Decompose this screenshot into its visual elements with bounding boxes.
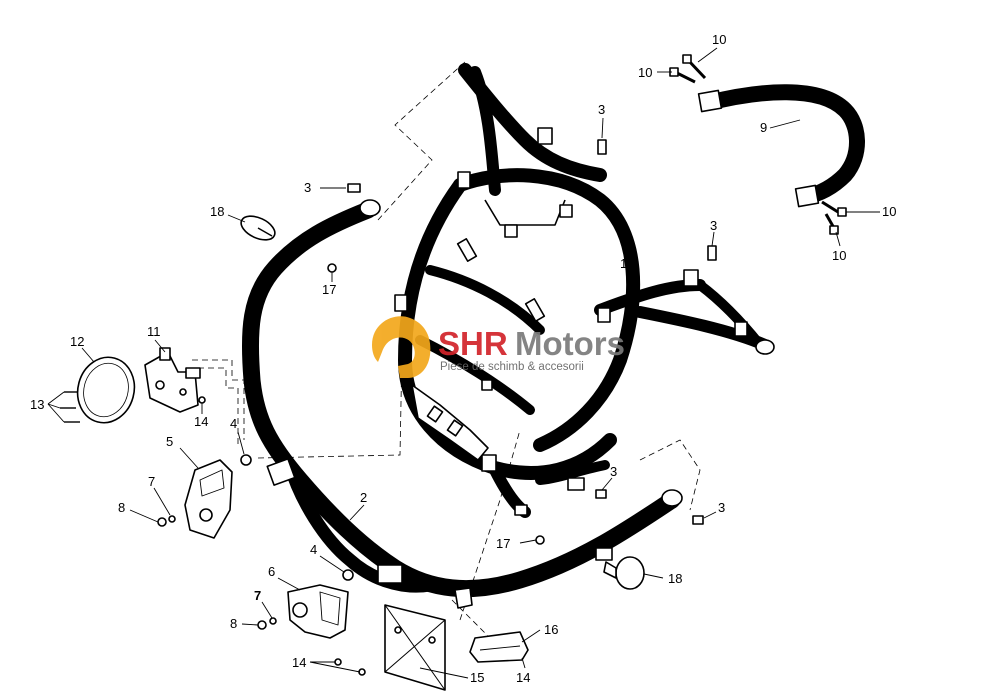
guard-5 [184, 459, 233, 539]
label-part-14-lower-right: 14 [516, 670, 530, 685]
label-part-10-left: 10 [638, 65, 652, 80]
label-part-3-bottom-right: 3 [718, 500, 725, 515]
label-part-2: 2 [360, 490, 367, 505]
watermark-brand-secondary: Motors [515, 325, 625, 362]
label-part-9: 9 [760, 120, 767, 135]
label-part-17-upper: 17 [322, 282, 336, 297]
label-part-14-upper: 14 [194, 414, 208, 429]
end-caps [240, 215, 645, 590]
label-part-3-left: 3 [304, 180, 311, 195]
watermark-tagline: Piese de schimb & accesorii [440, 361, 584, 373]
label-part-11: 11 [147, 324, 161, 339]
fasteners [60, 54, 847, 676]
label-part-8-upper: 8 [118, 500, 125, 515]
label-part-3-right: 3 [710, 218, 717, 233]
plate-bracket [454, 587, 529, 663]
label-part-3-lower: 3 [610, 464, 617, 479]
part-number-labels: 1 2 3 3 3 3 3 4 4 5 6 7 7 8 8 9 10 10 10… [30, 32, 896, 685]
front-bumper-tube [241, 199, 683, 598]
label-part-15: 15 [470, 670, 484, 685]
watermark-brand-primary: SHR [438, 325, 508, 362]
label-part-10-top: 10 [712, 32, 726, 47]
helmet-icon [372, 316, 431, 378]
rear-handle-bar [697, 84, 865, 208]
label-part-6: 6 [268, 564, 275, 579]
label-part-1: 1 [620, 256, 627, 271]
label-part-18-upper: 18 [210, 204, 224, 219]
shr-motors-watermark: SHR Motors Piese de schimb & accesorii [372, 316, 625, 378]
label-part-12: 12 [70, 334, 84, 349]
license-plate [384, 604, 446, 691]
label-part-18-lower: 18 [668, 571, 682, 586]
label-part-7-upper: 7 [148, 474, 155, 489]
guard-6 [287, 584, 349, 639]
label-part-3-top: 3 [598, 102, 605, 117]
lamp-assembly [76, 347, 201, 424]
label-part-16: 16 [544, 622, 558, 637]
label-part-14-lower-left: 14 [292, 655, 306, 670]
leader-lines [47, 47, 880, 679]
label-part-4-lower: 4 [310, 542, 317, 557]
label-part-17-lower: 17 [496, 536, 510, 551]
label-part-10-bottom: 10 [832, 248, 846, 263]
main-frame [394, 63, 775, 518]
label-part-13: 13 [30, 397, 44, 412]
label-part-5: 5 [166, 434, 173, 449]
label-part-10-right: 10 [882, 204, 896, 219]
label-part-4-upper: 4 [230, 416, 237, 431]
label-part-7-lower: 7 [254, 588, 261, 603]
label-part-8-lower: 8 [230, 616, 237, 631]
